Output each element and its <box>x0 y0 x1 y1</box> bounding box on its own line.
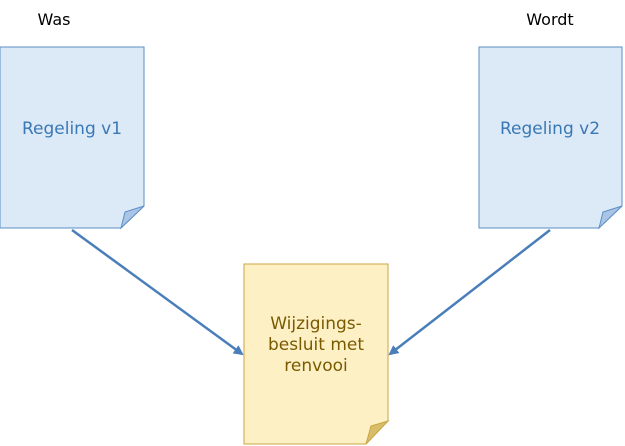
arrow-v1-to-besluit <box>71 228 244 356</box>
document-regeling-v1-fold <box>120 205 145 230</box>
arrow-v2-to-besluit <box>388 229 551 356</box>
document-wijzigingsbesluit-line-2: besluit met <box>268 335 364 355</box>
document-wijzigingsbesluit-line-3: renvooi <box>284 356 347 376</box>
document-wijzigingsbesluit: Wijzigings- besluit met renvooi <box>243 263 390 445</box>
document-regeling-v1-label: Regeling v1 <box>22 119 122 139</box>
document-wijzigingsbesluit-line-1: Wijzigings- <box>270 314 362 334</box>
header-was: Was <box>38 10 71 29</box>
document-regeling-v2-fold <box>598 205 623 230</box>
document-regeling-v2: Regeling v2 <box>478 46 623 230</box>
header-wordt: Wordt <box>526 10 573 29</box>
document-regeling-v1: Regeling v1 <box>0 46 145 230</box>
document-regeling-v2-label: Regeling v2 <box>500 119 600 139</box>
document-wijzigingsbesluit-fold <box>365 419 390 445</box>
